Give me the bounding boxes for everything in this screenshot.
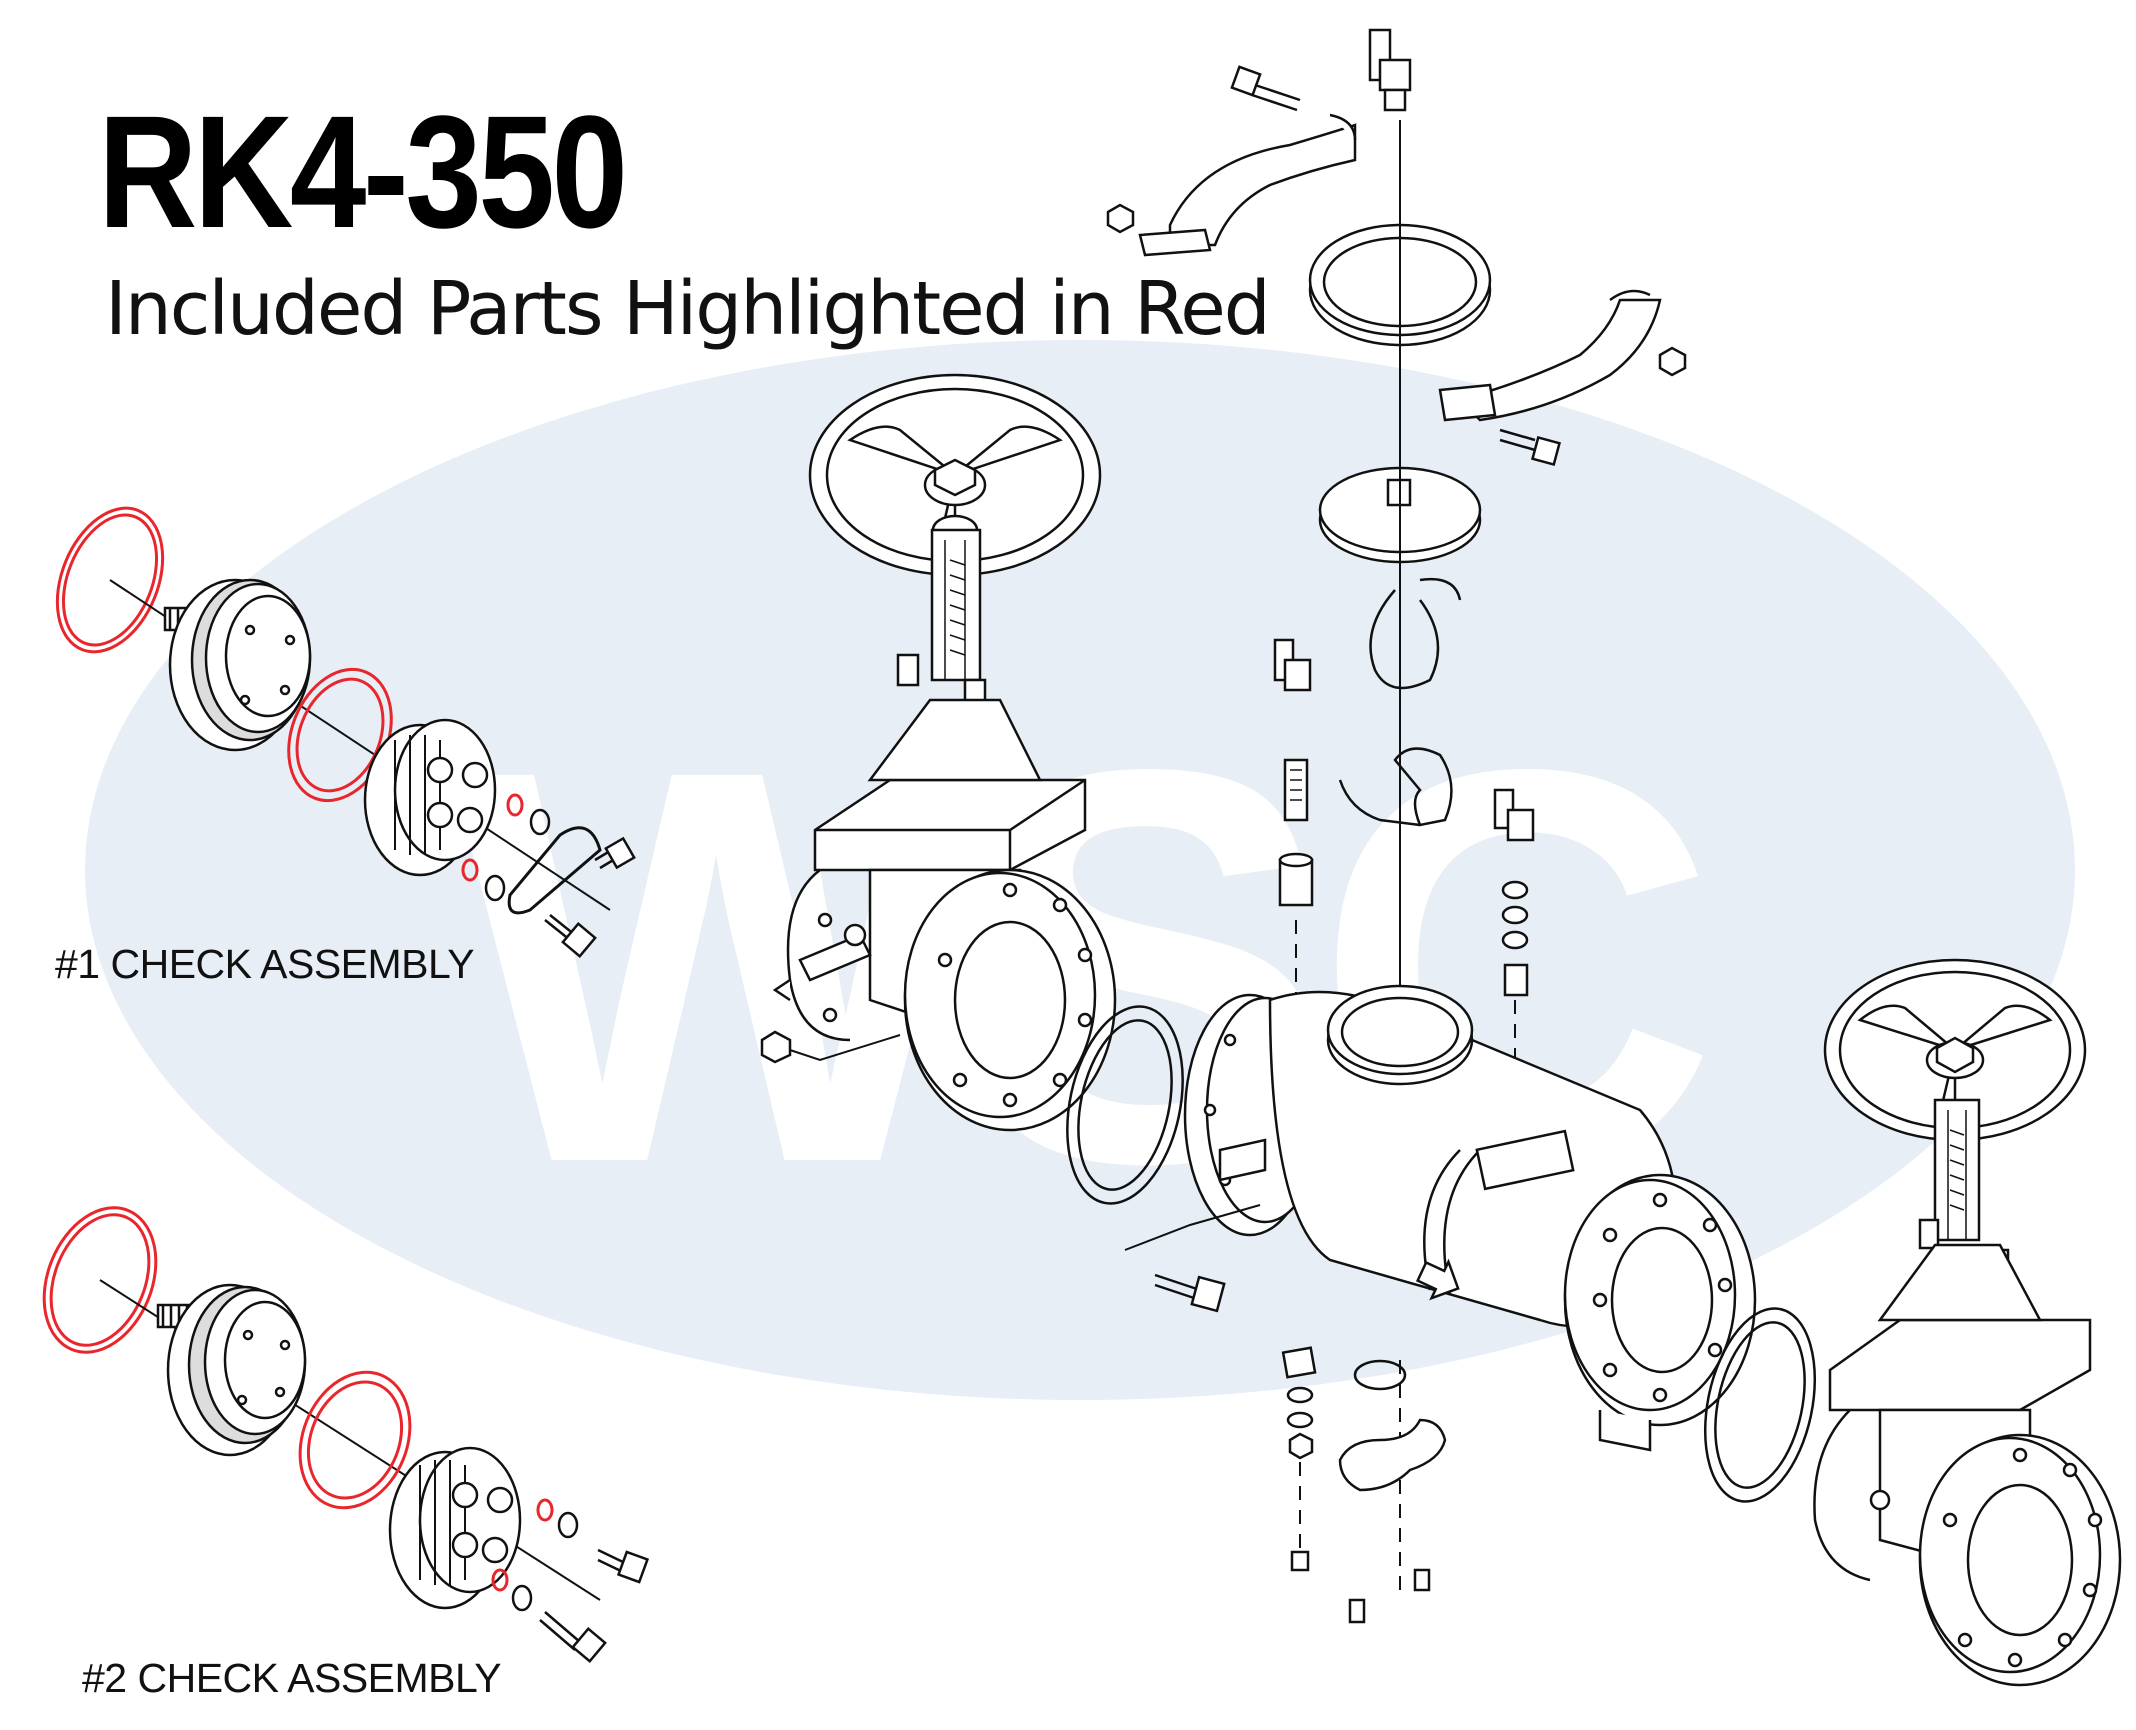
- handwheel-icon: [808, 373, 1102, 577]
- o-ring-large-red: [42, 1206, 158, 1354]
- bolt-icon: [539, 1548, 650, 1664]
- test-fittings-left: [1273, 638, 1314, 1072]
- bolt-icon: [1499, 428, 1562, 467]
- nut-icon: [760, 1030, 792, 1064]
- check-assembly-1-drawing: [55, 506, 636, 959]
- gasket-icon: [1703, 1307, 1817, 1503]
- spring-clip-icon: [1338, 577, 1462, 827]
- check-module-icon: [388, 1446, 522, 1610]
- clamp-assembly-icon: [1106, 28, 1687, 1600]
- check-module-icon: [363, 718, 497, 877]
- check-assembly-1-label: #1 CHECK ASSEMBLY: [55, 941, 475, 987]
- ball-valve-icon: [1493, 788, 1535, 842]
- ball-valve-icon: [772, 923, 872, 1002]
- flow-arrow-icon: [1415, 1258, 1460, 1301]
- bottom-fittings: [1281, 1346, 1447, 1624]
- check-assembly-2-label: #2 CHECK ASSEMBLY: [82, 1655, 502, 1701]
- o-ring-large-red: [55, 506, 165, 654]
- check-assembly-2-drawing: [42, 1206, 650, 1664]
- bolt-icon: [1230, 65, 1301, 112]
- seat-ring-red: [298, 1370, 412, 1510]
- check-cover-icon: [168, 578, 312, 752]
- page-title: RK4-350: [98, 82, 628, 261]
- gasket-icon: [1066, 1005, 1184, 1205]
- ball-valve-icon: [1368, 28, 1412, 112]
- gasket-icon: [1353, 1359, 1407, 1391]
- gate-valve-right-icon: [1813, 958, 2122, 1687]
- bolt-icon: [544, 836, 636, 959]
- nut-icon: [1658, 346, 1687, 377]
- spring-clip-icon: [507, 826, 602, 915]
- check-valve-body-icon: [1183, 984, 1757, 1452]
- nut-icon: [1106, 203, 1135, 234]
- check-cover-icon: [166, 1283, 307, 1457]
- clamp-icon: [1438, 289, 1662, 422]
- clamp-icon: [1138, 113, 1357, 257]
- test-fittings-right: [1493, 788, 1535, 1080]
- plug-icon: [1503, 963, 1529, 997]
- handwheel-icon: [1823, 958, 2087, 1142]
- gate-valve-left-icon: [760, 373, 1117, 1132]
- bolt-icon: [1124, 1204, 1261, 1313]
- flange-gasket-icon: [1338, 1418, 1447, 1492]
- ball-valve-icon: [1273, 638, 1312, 692]
- page-subtitle: Included Parts Highlighted in Red: [105, 266, 1271, 352]
